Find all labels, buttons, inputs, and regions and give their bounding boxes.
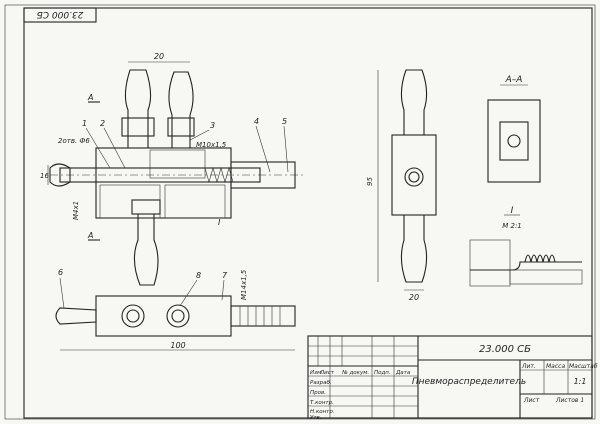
top-fitting-left	[124, 69, 152, 149]
part-label-5: 5	[282, 117, 287, 126]
side-hole-outer	[404, 167, 424, 187]
front-view	[49, 69, 305, 286]
top-fitting-right	[168, 71, 194, 149]
section-aa-cavity	[499, 121, 529, 161]
leader-6	[59, 277, 65, 309]
corner-code-text: 23.000 СБ	[37, 9, 84, 19]
leader-8	[179, 279, 198, 307]
section-aa-hole	[507, 134, 521, 148]
part-label-3: 3	[210, 121, 215, 130]
part-label-2: 2	[100, 119, 105, 128]
leader-2	[103, 127, 126, 169]
plan-hole-left	[126, 309, 140, 323]
leader-1	[85, 127, 111, 169]
detail-i-spring	[524, 254, 556, 263]
section-mark-top-label: А	[87, 93, 93, 102]
leader-4	[255, 125, 271, 173]
left-cap	[49, 163, 71, 187]
tb-lit: Лит.	[521, 363, 536, 370]
side-view: 95 20	[366, 69, 437, 302]
plan-nut-right	[166, 304, 190, 328]
plan-left-cap	[55, 307, 97, 325]
valve-body	[95, 147, 232, 219]
section-mark-bottom-label: А	[87, 231, 93, 240]
tb-role-ncontrol: Н.контр.	[310, 409, 335, 415]
tb-role-tcontrol: Т.контр.	[310, 400, 334, 406]
plan-body	[95, 295, 232, 337]
tb-role-approve: Утв.	[310, 415, 322, 421]
plan-thread-marks	[239, 306, 281, 326]
dim-side-width: 20	[409, 293, 419, 302]
dim-left-thread: М4х1	[72, 201, 80, 220]
section-aa-label: А–А	[505, 75, 523, 85]
dim-top-width: 20	[154, 52, 164, 61]
outer-frame	[4, 4, 596, 420]
part-label-1: 1	[82, 119, 87, 128]
title-block: Изм. Лист № докум. Подп. Дата Разраб. Пр…	[307, 335, 598, 421]
body-hatch-left	[99, 184, 161, 219]
plan-hole-right	[171, 309, 185, 323]
tb-role-checker: Пров.	[310, 390, 326, 396]
part-label-I: I	[218, 218, 221, 227]
dim-left-height: 16	[40, 172, 49, 180]
part-label-4: 4	[254, 117, 259, 126]
detail-i-profile	[470, 261, 582, 271]
side-bottom-fitting	[400, 214, 428, 283]
side-hole-inner	[408, 171, 420, 183]
dim-side-height: 95	[366, 177, 374, 186]
dim-overall-length: 100	[170, 341, 185, 350]
detail-i: I М 2:1	[469, 206, 583, 287]
dim-thread-top: М10х1,5	[196, 141, 227, 149]
body-hatch-top	[149, 149, 206, 179]
section-aa-body	[487, 99, 541, 183]
plan-cylinder	[230, 305, 296, 327]
leader-7	[221, 279, 225, 301]
side-top-fitting	[400, 69, 428, 136]
tb-hdr-date: Дата	[395, 370, 411, 376]
section-aa: А–А	[487, 75, 541, 183]
title-block-frame	[307, 335, 593, 419]
plan-view: 100 6 7 8 М14х1,5	[55, 268, 296, 351]
tb-hdr-list: Лист	[319, 370, 335, 376]
detail-i-label: I	[511, 206, 514, 216]
corner-code-box	[23, 7, 97, 23]
top-nut-right	[167, 117, 195, 137]
tb-role-developer: Разраб.	[310, 380, 332, 386]
side-body	[391, 134, 437, 216]
tb-scale: Масштаб	[569, 363, 598, 370]
body-hatch-right	[164, 184, 226, 219]
tb-hdr-sign: Подп.	[374, 370, 391, 376]
tb-hdr-doc: № докум.	[341, 370, 369, 376]
tb-scale-value: 1:1	[574, 377, 587, 386]
leader-3	[189, 129, 210, 141]
detail-i-scale: М 2:1	[502, 222, 522, 230]
bottom-fitting	[133, 213, 159, 286]
dim-holes: 2отв. Ф6	[58, 137, 90, 145]
leader-5	[283, 125, 289, 173]
part-label-6: 6	[58, 268, 63, 277]
part-label-8: 8	[196, 271, 201, 280]
front-dimensions: 20 2отв. Ф6 М10х1,5 16 М4х1 А А	[40, 52, 227, 241]
top-nut-left	[121, 117, 155, 137]
dim-bottom-thread: М14х1,5	[240, 269, 248, 300]
part-label-7: 7	[222, 271, 228, 280]
detail-i-hatch-left	[469, 239, 511, 287]
tb-mass: Масса	[546, 363, 565, 370]
bottom-nut	[131, 199, 161, 215]
detail-i-hatch-right	[509, 269, 583, 285]
tb-title: Пневмораспределитель	[412, 377, 526, 387]
plan-nut-left	[121, 304, 145, 328]
tb-sheet: Лист	[523, 397, 540, 404]
tb-designation: 23.000 СБ	[479, 344, 531, 355]
tb-sheets: Листов 1	[555, 397, 584, 404]
spring	[204, 166, 234, 184]
part-leaders: 1 2 3 4 5 I	[82, 117, 289, 227]
tb-hdr-izm: Изм.	[310, 370, 323, 376]
